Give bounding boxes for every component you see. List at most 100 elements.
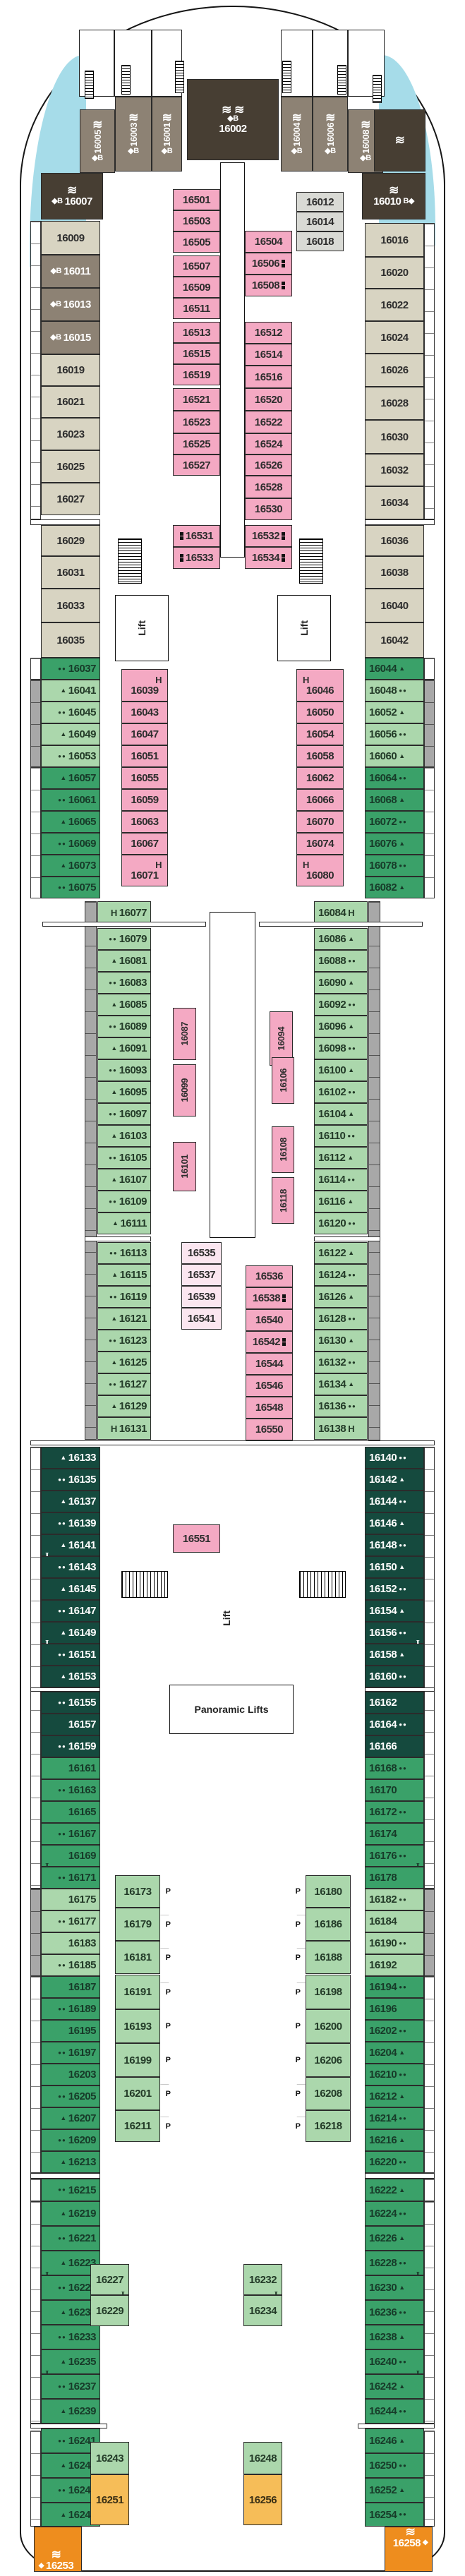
cabin-16238[interactable]: 16238▲ xyxy=(365,2325,424,2349)
cabin-16075[interactable]: ●●16075 xyxy=(41,877,100,898)
cabin-16074[interactable]: 16074 xyxy=(296,833,344,855)
cabin-16224[interactable]: 16224●● xyxy=(365,2201,424,2226)
cabin-16197[interactable]: ●●16197 xyxy=(41,2042,100,2064)
cabin-16548[interactable]: 16548 xyxy=(246,1397,293,1419)
cabin-16085[interactable]: ▲16085 xyxy=(97,994,151,1016)
cabin-16030[interactable]: 16030 xyxy=(365,420,424,454)
cabin-16226[interactable]: 16226▲ xyxy=(365,2226,424,2251)
cabin-16151[interactable]: ●●16151 xyxy=(41,1644,100,1666)
cabin-16155[interactable]: ●●16155 xyxy=(41,1692,100,1714)
cabin-16058[interactable]: 16058 xyxy=(296,745,344,767)
cabin-16194[interactable]: 16194●● xyxy=(365,1976,424,1998)
cabin-16234[interactable]: 16234 xyxy=(243,2295,282,2326)
cabin-16213[interactable]: ▲16213 xyxy=(41,2151,100,2173)
cabin-16047[interactable]: 16047 xyxy=(121,723,168,745)
cabin-16210[interactable]: 16210●● xyxy=(365,2064,424,2086)
cabin-16184[interactable]: 16184 xyxy=(365,1910,424,1932)
cabin-16166[interactable]: 16166 xyxy=(365,1735,424,1757)
cabin-16083[interactable]: ●●16083 xyxy=(97,972,151,994)
cabin-16035[interactable]: 16035 xyxy=(41,622,100,658)
cabin-16078[interactable]: 16078●● xyxy=(365,855,424,877)
cabin-16028[interactable]: 16028 xyxy=(365,387,424,420)
cabin-16031[interactable]: 16031 xyxy=(41,556,100,589)
cabin-16229[interactable]: 16229 xyxy=(90,2295,129,2326)
cabin-16521[interactable]: 16521 xyxy=(173,388,220,411)
cabin-16102[interactable]: 16102●● xyxy=(314,1081,368,1103)
cabin-16112[interactable]: 16112▲ xyxy=(314,1147,368,1169)
cabin-16505[interactable]: 16505 xyxy=(173,231,220,253)
cabin-16527[interactable]: 16527 xyxy=(173,455,220,476)
cabin-16222[interactable]: 16222▲ xyxy=(365,2179,424,2201)
cabin-16250[interactable]: 16250●● xyxy=(365,2453,424,2478)
cabin-16531[interactable]: 16531 xyxy=(173,525,220,547)
cabin-16018[interactable]: 16018 xyxy=(296,231,344,251)
cabin-16513[interactable]: 16513 xyxy=(173,322,220,343)
cabin-16167[interactable]: ●●16167 xyxy=(41,1823,100,1845)
cabin-16107[interactable]: ▲16107 xyxy=(97,1169,151,1191)
cabin-16021[interactable]: 16021 xyxy=(41,386,100,418)
cabin-16037[interactable]: ●●16037 xyxy=(41,658,100,680)
cabin-16254[interactable]: 16254●● xyxy=(365,2503,424,2527)
cabin-16525[interactable]: 16525 xyxy=(173,433,220,455)
cabin-16539[interactable]: 16539 xyxy=(181,1286,222,1308)
cabin-16175[interactable]: 16175 xyxy=(41,1889,100,1910)
cabin-16236[interactable]: 16236●● xyxy=(365,2300,424,2325)
cabin-16120[interactable]: 16120●● xyxy=(314,1212,368,1234)
cabin-16178[interactable]: 16178 xyxy=(365,1867,424,1889)
cabin-16239[interactable]: ▲16239 xyxy=(41,2399,100,2424)
cabin-16133[interactable]: ▲16133 xyxy=(41,1447,100,1469)
cabin-16189[interactable]: ●●16189 xyxy=(41,1998,100,2020)
cabin-16049[interactable]: ▲16049 xyxy=(41,723,100,745)
cabin-16059[interactable]: 16059 xyxy=(121,789,168,811)
cabin-16528[interactable]: 16528 xyxy=(245,476,292,498)
cabin-16524[interactable]: 16524 xyxy=(245,433,292,455)
cabin-16538[interactable]: 16538 xyxy=(246,1287,293,1309)
cabin-16129[interactable]: ▲16129 xyxy=(97,1395,151,1417)
cabin-16209[interactable]: ●●16209 xyxy=(41,2129,100,2151)
cabin-16098[interactable]: 16098●● xyxy=(314,1037,368,1059)
cabin-16026[interactable]: 16026 xyxy=(365,354,424,387)
cabin-16541[interactable]: 16541 xyxy=(181,1308,222,1330)
cabin-16048[interactable]: 16048●● xyxy=(365,680,424,702)
cabin-16099[interactable]: 16099 xyxy=(173,1064,196,1117)
cabin-16232[interactable]: 16232I xyxy=(243,2264,282,2301)
cabin-16168[interactable]: 16168●● xyxy=(365,1757,424,1779)
cabin-16251[interactable]: 16251 xyxy=(90,2474,129,2525)
cabin-16158[interactable]: 16158▲ xyxy=(365,1644,424,1666)
cabin-16534[interactable]: 16534 xyxy=(245,547,292,569)
cabin-16152[interactable]: 16152●● xyxy=(365,1578,424,1600)
cabin-16258[interactable]: ≋16258◆ xyxy=(385,2526,433,2572)
cabin-16159[interactable]: ●●16159 xyxy=(41,1735,100,1757)
cabin-16503[interactable]: 16503 xyxy=(173,210,220,231)
cabin-16036[interactable]: 16036 xyxy=(365,525,424,556)
cabin-16038[interactable]: 16038 xyxy=(365,556,424,589)
cabin-16230[interactable]: 16230▲ xyxy=(365,2275,424,2300)
cabin-16016[interactable]: 16016 xyxy=(365,223,424,257)
cabin-16082[interactable]: 16082▲ xyxy=(365,877,424,898)
cabin-16051[interactable]: 16051 xyxy=(121,745,168,767)
cabin-16144[interactable]: 16144●● xyxy=(365,1491,424,1512)
cabin-16062[interactable]: 16062 xyxy=(296,767,344,789)
cabin-16101[interactable]: 16101 xyxy=(173,1142,196,1191)
cabin-16023[interactable]: 16023 xyxy=(41,418,100,450)
cabin-16161[interactable]: 16161 xyxy=(41,1757,100,1779)
cabin-16205[interactable]: ●●16205 xyxy=(41,2086,100,2107)
cabin-16172[interactable]: 16172●● xyxy=(365,1801,424,1823)
cabin-16103[interactable]: ▲16103 xyxy=(97,1125,151,1147)
cabin-16248[interactable]: 16248 xyxy=(243,2442,282,2474)
cabin-16005[interactable]: ≋16005◆B xyxy=(80,109,115,173)
cabin-16192[interactable]: 16192 xyxy=(365,1954,424,1976)
cabin-16507[interactable]: 16507 xyxy=(173,255,220,277)
cabin-16520[interactable]: 16520 xyxy=(245,388,292,411)
cabin-16118[interactable]: 16118 xyxy=(272,1177,294,1224)
cabin-16065[interactable]: ▲16065 xyxy=(41,811,100,833)
